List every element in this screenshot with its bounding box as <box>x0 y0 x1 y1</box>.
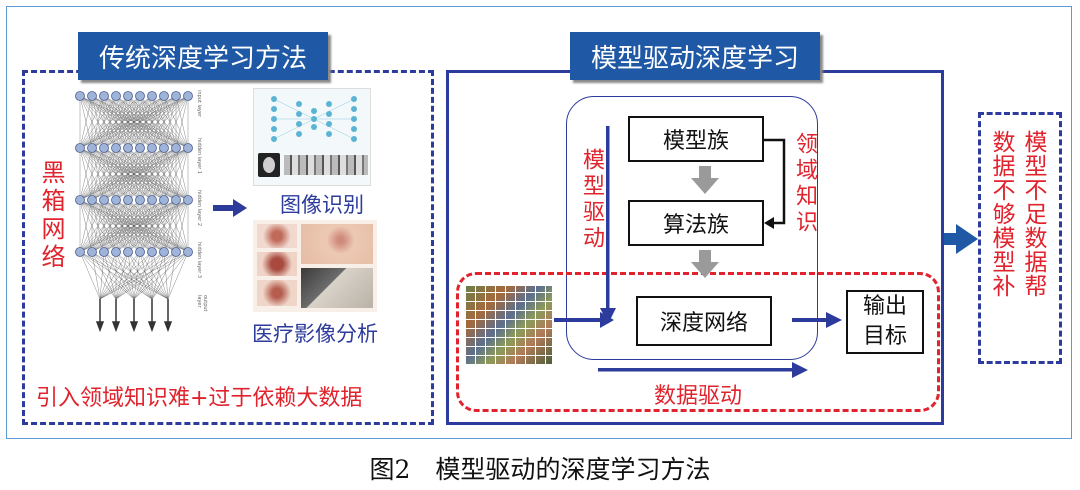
neuron-node <box>99 247 109 257</box>
neuron-node <box>135 91 145 101</box>
data-driven-region <box>456 272 940 412</box>
data-driven-arrow-icon <box>598 362 808 378</box>
big-right-arrow-icon <box>944 224 978 254</box>
neuron-node <box>171 195 181 205</box>
neuron-node <box>99 195 109 205</box>
output-arrow-icon <box>129 321 139 333</box>
skin-lesion-image <box>257 252 297 276</box>
neuron-node <box>87 247 97 257</box>
figure-frame <box>6 6 1072 439</box>
output-arrow-icon <box>147 321 157 333</box>
layer-label: hidden layer 2 <box>196 190 202 227</box>
face-thumbnail <box>258 153 280 177</box>
neuron-node <box>87 143 97 153</box>
image-recognition-thumbnail <box>253 88 371 186</box>
output-target-box: 输出 目标 <box>846 290 924 354</box>
medical-analysis-label: 医疗影像分析 <box>252 322 378 346</box>
side-text-col2: 模型不足数据帮 <box>1020 130 1046 298</box>
neuron-node <box>123 91 133 101</box>
output-arrow-icon <box>163 321 173 333</box>
arrow-head-icon <box>764 217 774 229</box>
neuron-node <box>111 143 121 153</box>
left-panel-title: 传统深度学习方法 <box>78 32 328 80</box>
neuron-node <box>135 143 145 153</box>
neuron-node <box>183 247 193 257</box>
model-family-box: 模型族 <box>628 116 764 162</box>
input-arrow-icon <box>554 312 614 328</box>
neuron-node <box>111 247 121 257</box>
neuron-node <box>159 143 169 153</box>
side-text-col1: 数据不够模型补 <box>988 130 1014 298</box>
deep-network-box: 深度网络 <box>636 296 772 346</box>
gray-arrow-icon <box>691 166 719 278</box>
doctor-screen-image <box>301 268 373 308</box>
algorithm-family-box: 算法族 <box>628 200 764 246</box>
dataset-image-grid <box>466 286 552 364</box>
skin-closeup-image <box>301 224 373 264</box>
neuron-node <box>99 143 109 153</box>
neuron-node <box>123 195 133 205</box>
neuron-node <box>123 143 133 153</box>
data-driven-label: 数据驱动 <box>654 384 743 409</box>
medical-images-thumbnail <box>253 220 377 312</box>
left-bottom-text: 引入领域知识难+过于依赖大数据 <box>36 386 363 411</box>
neuron-node <box>159 91 169 101</box>
model-driven-region <box>566 96 818 360</box>
output-arrow-icon <box>792 312 842 328</box>
layer-label: hidden layer 1 <box>196 138 202 175</box>
image-recognition-label: 图像识别 <box>280 193 364 217</box>
neuron-node <box>183 143 193 153</box>
neuron-node <box>135 247 145 257</box>
neuron-node <box>147 195 157 205</box>
side-box <box>978 112 1062 364</box>
layer-label: hidden layer 3 <box>196 242 202 279</box>
neuron-node <box>183 195 193 205</box>
neuron-node <box>147 91 157 101</box>
neuron-node <box>111 195 121 205</box>
neuron-node <box>87 91 97 101</box>
neuron-node <box>75 247 85 257</box>
model-driven-arrow-icon <box>600 126 616 324</box>
neuron-node <box>99 91 109 101</box>
figure-caption: 图2 模型驱动的深度学习方法 <box>369 455 711 484</box>
neural-network-diagram <box>75 91 193 333</box>
neuron-node <box>135 195 145 205</box>
neuron-node <box>87 195 97 205</box>
neuron-node <box>123 247 133 257</box>
model-driven-label: 模型驱动 <box>579 148 604 252</box>
blackbox-label: 黑箱网络 <box>37 160 65 272</box>
right-arrow-icon <box>213 199 247 217</box>
neuron-node <box>171 91 181 101</box>
neuron-node <box>159 247 169 257</box>
neuron-node <box>183 91 193 101</box>
layer-label: input layer <box>196 90 202 117</box>
neuron-node <box>171 247 181 257</box>
output-arrow-icon <box>111 321 121 333</box>
layer-labels: input layer hidden layer 1 hidden layer … <box>196 90 220 320</box>
neuron-node <box>171 143 181 153</box>
skin-lesion-image <box>257 280 297 306</box>
neuron-node <box>75 143 85 153</box>
right-panel-title: 模型驱动深度学习 <box>570 32 820 80</box>
cnn-diagram <box>271 96 357 142</box>
output-target-label: 输出 目标 <box>862 294 907 349</box>
neuron-node <box>159 195 169 205</box>
layer-label: output layer <box>196 295 208 312</box>
neuron-node <box>75 91 85 101</box>
feature-maps <box>284 155 368 175</box>
domain-knowledge-arrow-icon <box>764 138 786 225</box>
neuron-node <box>147 247 157 257</box>
neuron-node <box>111 91 121 101</box>
output-arrow-icon <box>95 321 105 333</box>
neuron-node <box>75 195 85 205</box>
domain-knowledge-label: 领域知识 <box>792 132 817 236</box>
skin-lesion-image <box>257 224 297 248</box>
right-panel-arrows <box>554 126 842 378</box>
neuron-node <box>147 143 157 153</box>
